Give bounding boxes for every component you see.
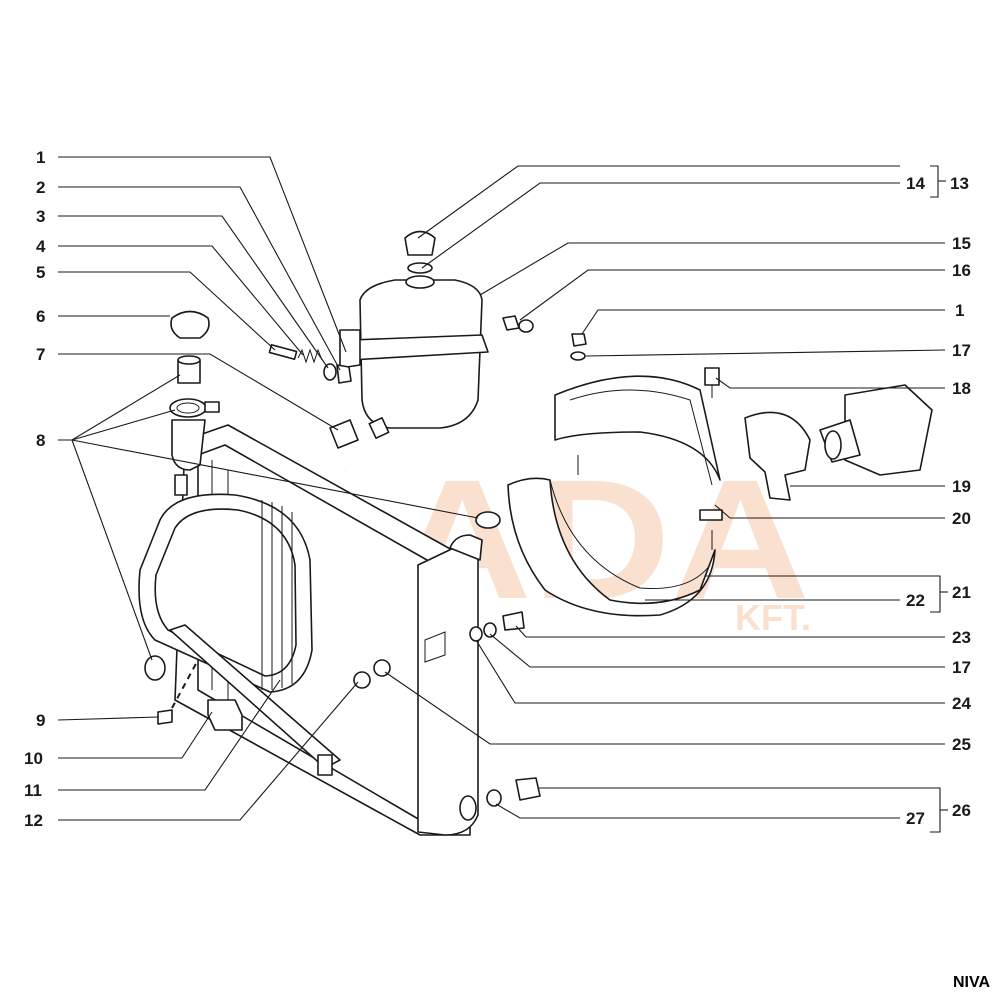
leader-lines <box>57 156 948 833</box>
callout-3: 3 <box>36 207 45 226</box>
callout-18: 18 <box>952 379 971 398</box>
callout-10: 10 <box>24 749 43 768</box>
callout-16: 16 <box>952 261 971 280</box>
watermark-sub: KFT. <box>735 597 811 638</box>
callout-14: 14 <box>906 174 925 193</box>
lower-bracket <box>169 624 341 776</box>
callout-8: 8 <box>36 431 45 450</box>
callout-24: 24 <box>952 694 971 713</box>
dashed-locator <box>171 659 199 709</box>
callout-7: 7 <box>36 345 45 364</box>
callout-17-mid: 17 <box>952 658 971 677</box>
callout-15: 15 <box>952 234 971 253</box>
callout-25: 25 <box>952 735 971 754</box>
callout-5: 5 <box>36 263 45 282</box>
model-label: NIVA <box>952 974 990 991</box>
fan-motor <box>744 384 933 501</box>
hardware-right <box>469 315 720 807</box>
small-parts-left <box>144 310 391 725</box>
callouts-right: 14 13 15 16 1 17 18 19 20 22 21 23 17 24… <box>906 174 971 828</box>
callout-4: 4 <box>36 237 46 256</box>
callout-22: 22 <box>906 591 925 610</box>
callout-27: 27 <box>906 809 925 828</box>
callout-9: 9 <box>36 711 45 730</box>
callout-20: 20 <box>952 509 971 528</box>
callout-19: 19 <box>952 477 971 496</box>
callout-26: 26 <box>952 801 971 820</box>
expansion-tank <box>339 230 489 440</box>
callout-23: 23 <box>952 628 971 647</box>
callout-1-left: 1 <box>36 148 45 167</box>
callout-13: 13 <box>950 174 969 193</box>
callout-21: 21 <box>952 583 971 602</box>
callout-11: 11 <box>24 781 42 800</box>
callout-17-top: 17 <box>952 341 971 360</box>
callout-12: 12 <box>24 811 43 830</box>
callout-1-right: 1 <box>955 301 964 320</box>
callout-6: 6 <box>36 307 45 326</box>
fan-cowl-halves <box>507 375 723 617</box>
callout-2: 2 <box>36 178 45 197</box>
callouts-left: 1 2 3 4 5 6 7 8 9 10 11 12 <box>24 148 46 830</box>
